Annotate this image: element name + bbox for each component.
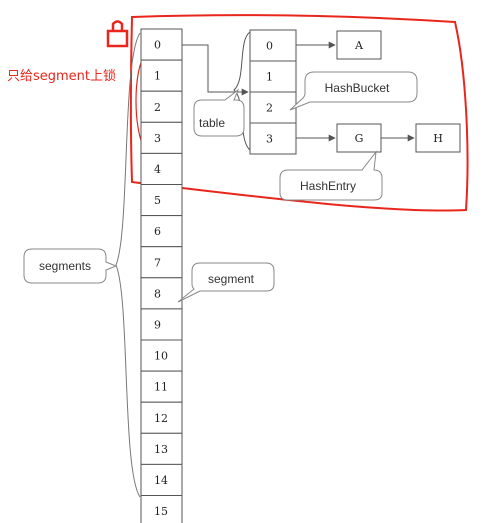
table-cell: 2 bbox=[249, 91, 297, 124]
segment-cell: 1 bbox=[140, 59, 183, 92]
segment-cell-label: 13 bbox=[154, 443, 168, 456]
callout-segment: segment bbox=[177, 262, 275, 303]
segment-cell: 3 bbox=[140, 121, 183, 154]
callout-table-label: table bbox=[199, 116, 225, 130]
segment-cell-label: 5 bbox=[154, 194, 161, 207]
segment-cell: 10 bbox=[140, 339, 183, 372]
table-cell-label: 0 bbox=[266, 40, 273, 53]
segment-cell: 13 bbox=[140, 432, 183, 465]
entry-h-label: H bbox=[433, 132, 443, 145]
arrow-seg0-to-table bbox=[182, 44, 249, 96]
entry-a-label: A bbox=[354, 39, 364, 52]
callout-segment-label: segment bbox=[208, 272, 255, 286]
segment-cell: 14 bbox=[140, 463, 183, 496]
segment-cell-label: 9 bbox=[154, 318, 161, 331]
segment-cell: 12 bbox=[140, 401, 183, 434]
arrows bbox=[182, 41, 415, 142]
segment-cell: 8 bbox=[140, 277, 183, 310]
entry-g: G bbox=[336, 123, 382, 153]
segment-cell: 11 bbox=[140, 370, 183, 403]
callout-hash-entry: HashEntry bbox=[279, 150, 383, 201]
segment-cell-label: 14 bbox=[154, 474, 168, 487]
segment-cell: 2 bbox=[140, 90, 183, 123]
entry-a: A bbox=[336, 30, 382, 60]
segment-cell-label: 3 bbox=[154, 132, 161, 145]
callout-segments-label: segments bbox=[39, 259, 91, 273]
segment-cell-label: 10 bbox=[154, 350, 168, 363]
segment-cell-label: 15 bbox=[154, 505, 168, 518]
segment-cell-label: 11 bbox=[154, 381, 168, 394]
segment-cell-label: 12 bbox=[154, 412, 168, 425]
lock-icon bbox=[106, 20, 129, 48]
segment-cell: 5 bbox=[140, 184, 183, 217]
segment-cell-label: 8 bbox=[154, 287, 161, 300]
segment-cell-label: 0 bbox=[154, 39, 161, 52]
callout-hash-entry-label: HashEntry bbox=[300, 179, 356, 193]
segment-cell-label: 7 bbox=[154, 256, 161, 269]
table-cell-label: 3 bbox=[266, 133, 273, 146]
table-cell: 3 bbox=[249, 122, 297, 155]
entry-h: H bbox=[415, 123, 461, 153]
segment-cell: 0 bbox=[140, 28, 183, 61]
segment-cell-label: 2 bbox=[154, 101, 161, 114]
callout-table: table bbox=[193, 88, 245, 137]
callout-hash-bucket: HashBucket bbox=[289, 71, 418, 111]
highlight-outline bbox=[129, 14, 469, 212]
entry-g-label: G bbox=[355, 132, 364, 145]
segment-cell-label: 6 bbox=[154, 225, 161, 238]
segment-cell: 9 bbox=[140, 308, 183, 341]
segment-cell: 7 bbox=[140, 246, 183, 279]
segment-cell-label: 1 bbox=[154, 70, 161, 83]
segment-cell-label: 4 bbox=[154, 163, 161, 176]
table-bracket bbox=[233, 31, 251, 151]
table-cell: 1 bbox=[249, 60, 297, 93]
callout-hash-bucket-label: HashBucket bbox=[325, 81, 390, 95]
segment-cell: 6 bbox=[140, 215, 183, 248]
table-cell-label: 2 bbox=[266, 102, 273, 115]
table-cell-label: 1 bbox=[266, 71, 273, 84]
segment-cell: 4 bbox=[140, 152, 183, 185]
annotation-label: 只给segment上锁 bbox=[7, 68, 116, 84]
table-cell: 0 bbox=[249, 29, 297, 62]
segments-bracket bbox=[115, 32, 141, 498]
callout-segments: segments bbox=[23, 248, 118, 284]
segment-cell: 15 bbox=[140, 495, 183, 523]
table-array: 0 1 2 3 bbox=[249, 29, 297, 155]
